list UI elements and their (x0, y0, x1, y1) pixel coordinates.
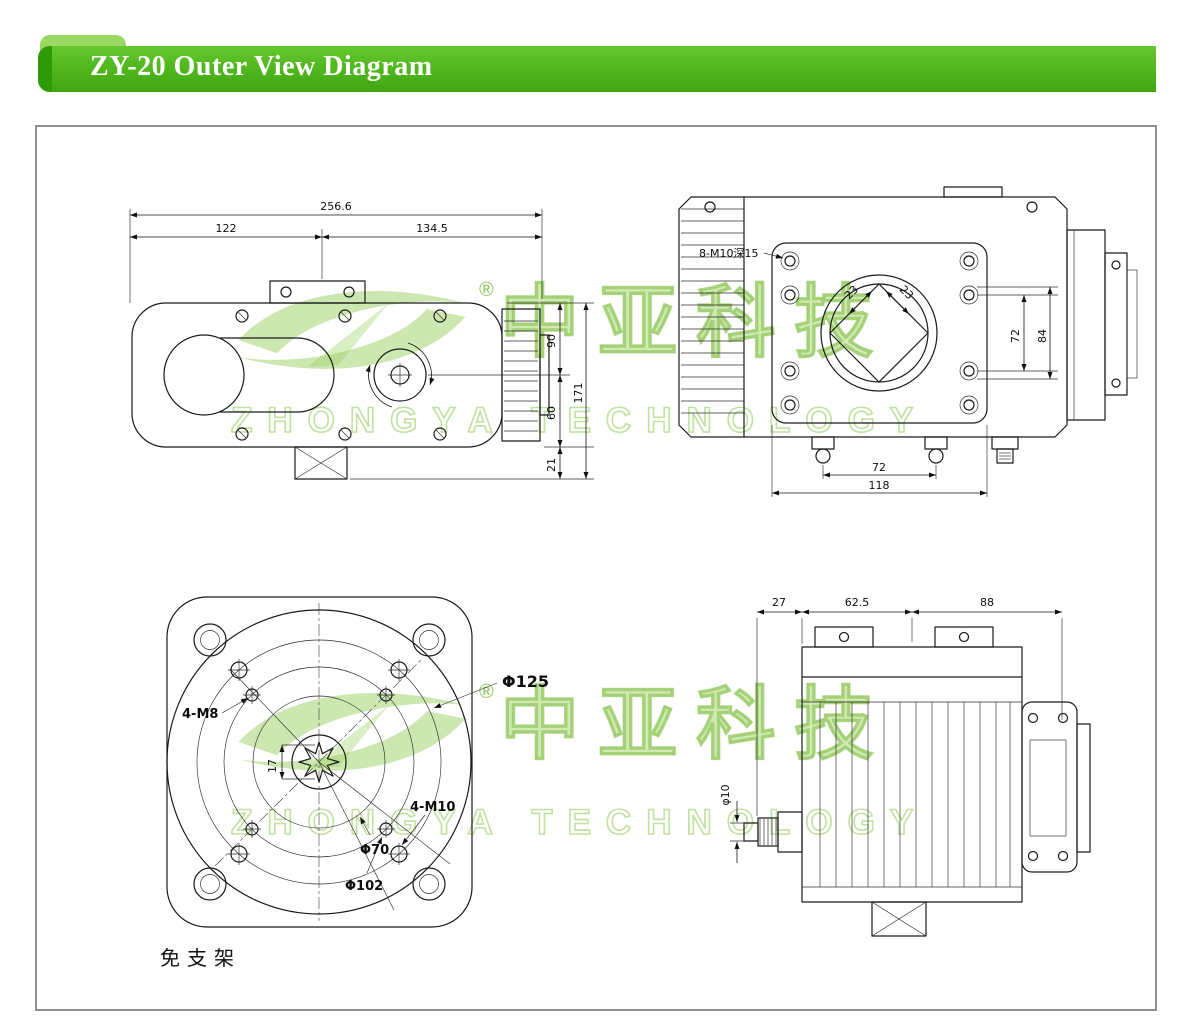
label-diameter-102: Φ102 (345, 879, 383, 894)
label-diameter-70: Φ70 (360, 843, 389, 858)
terminal-box-end (1021, 701, 1091, 873)
front-view-dimension-labels: 8-M10深15 23 23 72 84 72 118 (699, 247, 1049, 492)
side-view-drawing: 256.6 122 134.5 90 60 21 171 (129, 200, 594, 480)
dim-plate-width: 118 (869, 479, 890, 492)
flange-circles (166, 603, 472, 921)
dim-height-bottom: 21 (545, 458, 558, 472)
dim-gland-span: 27 (772, 596, 786, 609)
end-view-dimension-lines (730, 609, 1063, 863)
position-indicator (365, 342, 435, 408)
dim-feet-span: 72 (872, 461, 886, 474)
side-view-dimension-lines (129, 209, 594, 480)
label-gland-diameter: φ10 (719, 784, 732, 805)
handwheel-housing-front (1066, 229, 1138, 421)
end-view-drawing: 27 62.5 88 φ10 (719, 596, 1091, 937)
dim-holes-inner: 72 (1009, 329, 1022, 343)
dim-mid-span: 62.5 (845, 596, 870, 609)
dim-height-total: 171 (572, 383, 585, 404)
actuator-body-side (131, 280, 503, 448)
m10-bolt-holes (228, 659, 410, 865)
diagram-frame: ® 中亚科技 ZHONGYA TECHNOLOGY ® 中亚科技 ZHONGYA… (35, 125, 1157, 1011)
flange-labels: Φ125 4-M8 17 4-M10 Φ70 Φ102 免支架 (160, 672, 549, 970)
thread-depth-note: 8-M10深15 (699, 247, 758, 260)
m8-bolt-holes (243, 686, 395, 838)
cable-gland-end (743, 811, 803, 853)
header-accent (38, 46, 52, 92)
label-bolt-circle-diameter: Φ125 (502, 672, 549, 691)
label-m8-holes: 4-M8 (182, 707, 218, 722)
output-shaft-front (820, 274, 938, 392)
end-view-dimension-labels: 27 62.5 88 φ10 (719, 596, 994, 806)
actuator-body-front (678, 186, 1068, 438)
mounting-plate-front (771, 242, 988, 424)
actuator-body-end (801, 626, 1023, 903)
dim-height-top: 90 (545, 334, 558, 348)
bottom-conduit-end (871, 901, 927, 937)
front-view-dimension-lines (763, 252, 1058, 497)
label-m10-holes: 4-M10 (410, 800, 455, 815)
terminal-box-side (501, 308, 550, 442)
dim-total-length: 256.6 (320, 200, 352, 213)
header-bar: ZY-20 Outer View Diagram (38, 46, 1156, 92)
dim-holes-outer: 84 (1036, 329, 1049, 343)
dim-height-mid: 60 (545, 406, 558, 420)
bottom-conduit-side (294, 446, 348, 480)
flange-view-drawing: Φ125 4-M8 17 4-M10 Φ70 Φ102 免支架 (160, 596, 549, 970)
dim-right-span: 88 (980, 596, 994, 609)
dim-center-offset: 17 (266, 759, 279, 773)
page-title: ZY-20 Outer View Diagram (90, 51, 433, 82)
feet-and-gland-front (811, 436, 1019, 464)
front-view-drawing: 8-M10深15 23 23 72 84 72 118 (678, 186, 1138, 497)
caption-bracket-free: 免支架 (160, 946, 241, 970)
dim-left-span: 122 (216, 222, 237, 235)
flange-dimension-lines (221, 682, 498, 874)
output-star-drive (298, 741, 340, 783)
side-view-dimension-labels: 256.6 122 134.5 90 60 21 171 (216, 200, 586, 472)
dim-right-span: 134.5 (416, 222, 448, 235)
